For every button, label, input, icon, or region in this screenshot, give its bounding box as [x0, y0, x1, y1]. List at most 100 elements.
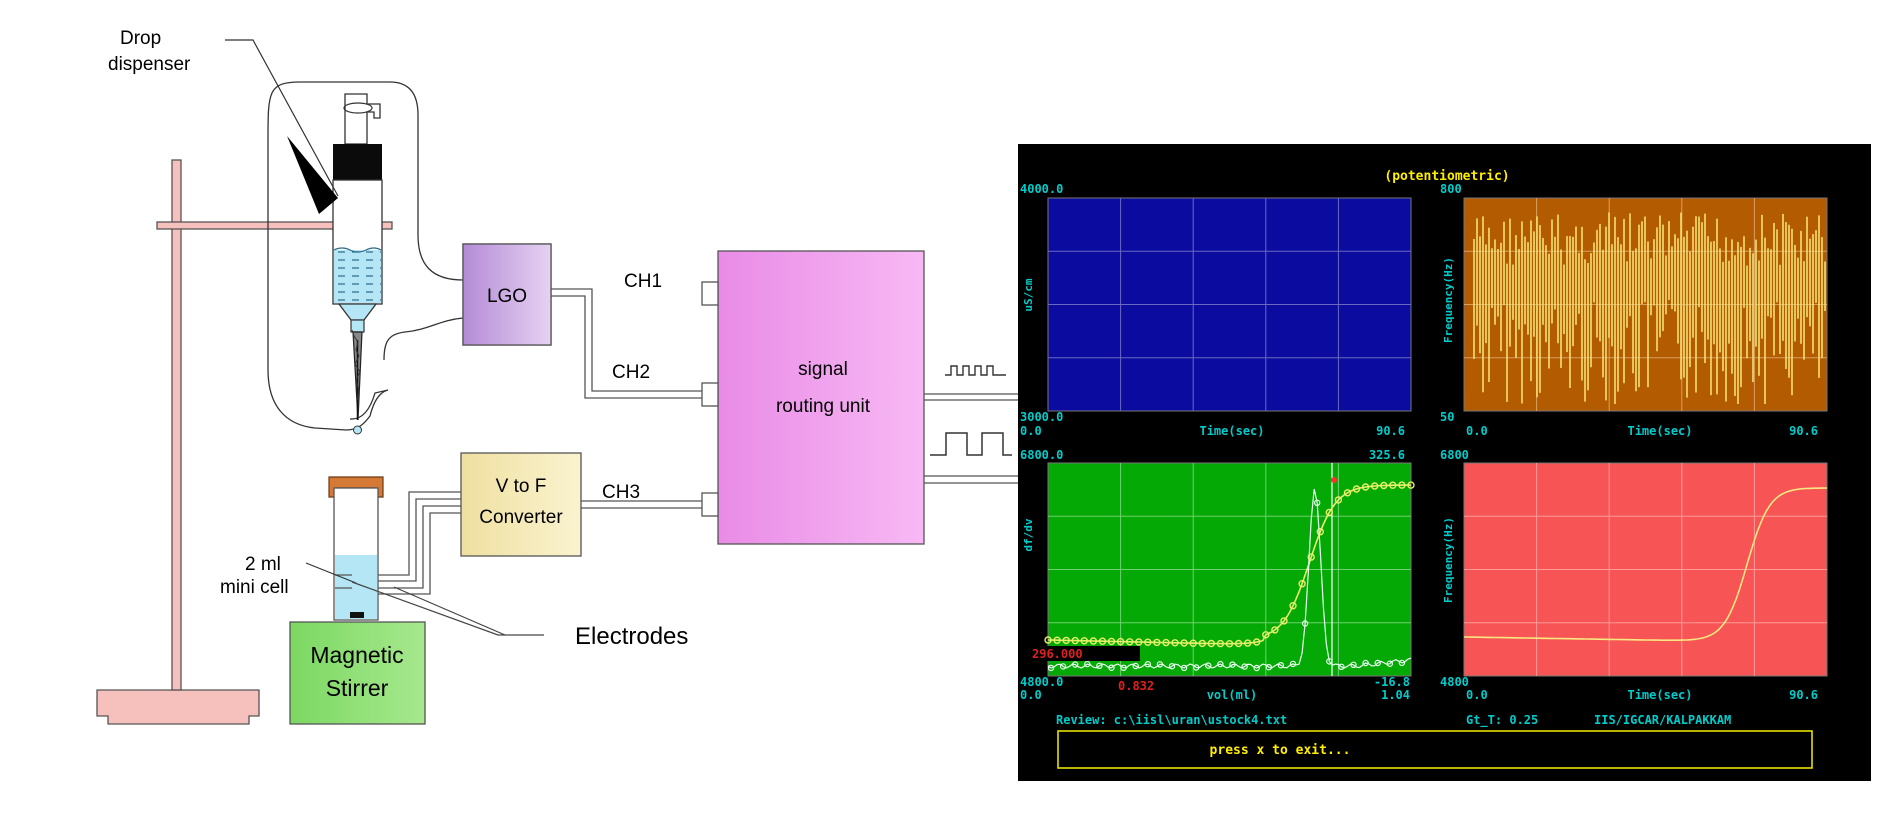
electrodes-label: Electrodes: [575, 623, 688, 650]
plot3-right-bottom: -16.8: [1374, 675, 1410, 689]
curve-marker: [1253, 664, 1260, 672]
plot-derivative: 296.000 6800.0 325.6 4800.0 -16.8 df/dv …: [1020, 448, 1415, 702]
curve-marker: [1125, 638, 1134, 646]
plot3-right-top: 325.6: [1369, 448, 1405, 462]
curve-marker: [1171, 639, 1179, 647]
curve-marker: [1080, 637, 1089, 645]
plot1-xlabel: Time(sec): [1199, 424, 1264, 438]
curve-marker: [1153, 638, 1161, 647]
curve-marker: [1361, 483, 1370, 491]
curve-marker: [1334, 496, 1343, 504]
plot1-xmin: 0.0: [1020, 424, 1042, 438]
curve-marker: [1189, 639, 1197, 647]
plot3-xmax: 1.04: [1381, 688, 1410, 702]
curve-marker: [1326, 658, 1333, 665]
stirrer-label-1: Magnetic: [310, 642, 403, 668]
ch3-port: [701, 492, 719, 517]
plot3-xmin: 0.0: [1020, 688, 1042, 702]
routing-unit-box: [701, 250, 925, 545]
routing-unit-label-2: routing unit: [776, 396, 871, 417]
curve-marker: [1207, 639, 1216, 648]
plot1-ylabel: uS/cm: [1022, 278, 1035, 311]
curve-marker: [1301, 620, 1309, 627]
curve-marker: [1156, 661, 1164, 668]
curve-marker: [1289, 602, 1297, 610]
curve-marker: [1362, 659, 1369, 667]
plot3-ybottom: 4800.0: [1020, 675, 1063, 689]
pulse-train-fast: [945, 365, 1006, 376]
ch2-port: [701, 382, 719, 407]
converter-to-ch3-cable: [581, 500, 702, 509]
curve-marker: [1343, 489, 1352, 497]
curve-marker: [1084, 660, 1091, 668]
curve-marker: [1225, 640, 1234, 648]
plot1-ybottom: 3000.0: [1020, 410, 1063, 424]
ch1-port: [701, 281, 719, 306]
plot-frequency-raw: 800 50 Frequency(Hz) 0.0 Time(sec) 90.6: [1440, 182, 1828, 438]
curve-marker: [1059, 663, 1067, 670]
plot4-xmax: 90.6: [1789, 688, 1818, 702]
curve-marker: [1044, 636, 1052, 644]
curve-marker: [1089, 637, 1098, 645]
plot-frequency-filtered: 6800 4800 Frequency(Hz) 0.0 Time(sec) 90…: [1440, 448, 1828, 702]
curve-marker: [1289, 660, 1297, 668]
magnetic-stirrer-box: [289, 621, 426, 725]
curve-marker: [1277, 662, 1285, 669]
plot2-ybottom: 50: [1440, 410, 1454, 424]
plot2-ylabel: Frequency(Hz): [1442, 257, 1455, 343]
curve-marker: [1271, 626, 1279, 634]
curve-marker: [1071, 661, 1079, 668]
curve-marker: [1205, 662, 1212, 669]
curve-marker: [1192, 664, 1200, 671]
curve-marker: [1168, 663, 1176, 670]
monitor-title: (potentiometric): [1384, 169, 1509, 184]
curve-marker: [1096, 662, 1103, 670]
lgo-box: [462, 243, 552, 346]
v-to-f-converter-box: [460, 452, 582, 557]
curve-marker: [1180, 639, 1188, 647]
frequency-curve: [1464, 487, 1827, 642]
curve-marker: [1313, 499, 1321, 506]
plot4-ytop: 6800: [1440, 448, 1469, 462]
exit-prompt-box[interactable]: press x to exit...: [1057, 730, 1813, 769]
routing-unit-label-1: signal: [798, 359, 848, 380]
curve-marker: [1298, 580, 1306, 588]
curve-marker: [1098, 637, 1107, 645]
curve-marker: [1370, 482, 1379, 490]
curve-marker: [1047, 664, 1055, 672]
curve-marker: [1107, 637, 1116, 646]
drop-dispenser-label-2: dispenser: [108, 54, 191, 75]
plot3-ylabel: df/dv: [1022, 518, 1035, 551]
v-to-f-label-1: V to F: [496, 476, 547, 497]
curve-marker: [1241, 663, 1248, 670]
plot3-xlabel: vol(ml): [1207, 688, 1258, 702]
curve-marker: [1352, 485, 1361, 493]
curve-marker: [1243, 639, 1252, 647]
retort-stand: [96, 159, 393, 725]
lgo-to-ch2-cable: [551, 288, 702, 399]
drop-dispenser-label-1: Drop: [120, 28, 161, 49]
curve-marker: [1350, 661, 1357, 669]
curve-marker: [1135, 638, 1143, 646]
curve-marker: [1374, 659, 1381, 667]
ch2-label: CH2: [612, 362, 650, 383]
mini-cell: [305, 476, 384, 621]
curve-marker: [1338, 663, 1345, 671]
plot4-ylabel: Frequency(Hz): [1442, 517, 1455, 603]
curve-marker: [1280, 617, 1288, 625]
curve-marker: [1389, 481, 1397, 489]
curve-marker: [1062, 636, 1070, 645]
pulse-train-slow: [930, 432, 1012, 456]
plot4-ybottom: 4800: [1440, 675, 1469, 689]
electrode-wires: [352, 491, 461, 595]
curve-marker: [1229, 661, 1236, 668]
plot2-xmin: 0.0: [1466, 424, 1488, 438]
curve-marker: [1307, 553, 1315, 561]
curve-marker: [1162, 638, 1170, 647]
curve-marker: [1316, 528, 1325, 536]
curve-marker: [1120, 664, 1127, 672]
curve-marker: [1398, 481, 1406, 489]
ch1-label: CH1: [624, 271, 662, 292]
plot2-xlabel: Time(sec): [1627, 424, 1692, 438]
